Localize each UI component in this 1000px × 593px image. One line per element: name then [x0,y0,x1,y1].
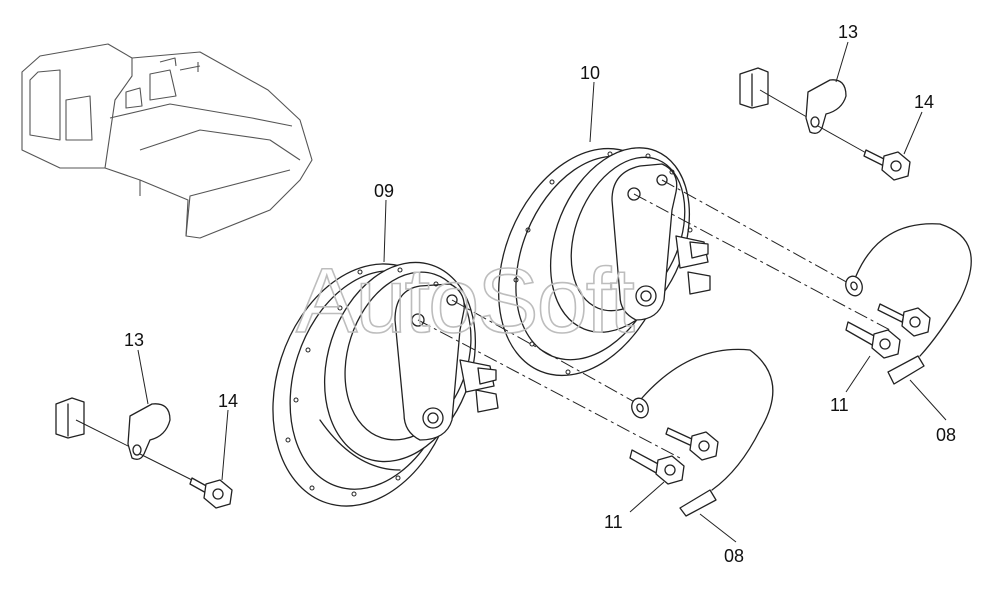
horn-upper [498,147,711,377]
callout-clamp-left: 13 [124,330,144,350]
horn-lower [272,261,499,507]
callout-horn-upper: 10 [580,63,600,83]
callout-screw-right: 11 [830,395,849,415]
clamp-assembly-left [55,397,233,509]
watermark-text: AutoSoft [296,250,634,352]
hardware-upper [845,223,972,385]
callout-wire-lower: 08 [724,546,744,566]
excavator-overview [21,43,313,239]
callout-bolt-top: 14 [914,92,934,112]
callout-horn-lower: 09 [374,181,394,201]
centerline-upper-b [633,193,891,331]
callout-bolt-left: 14 [218,391,238,411]
callout-clamp-top: 13 [838,22,858,42]
hardware-lower [629,348,774,517]
clamp-assembly-top [739,67,911,181]
centerline-upper-a [661,179,851,285]
callout-screw-lower: 11 [604,512,623,532]
callout-wire-right: 08 [936,425,956,445]
centerline-lower-a [451,299,641,406]
leader-lines [137,41,947,543]
